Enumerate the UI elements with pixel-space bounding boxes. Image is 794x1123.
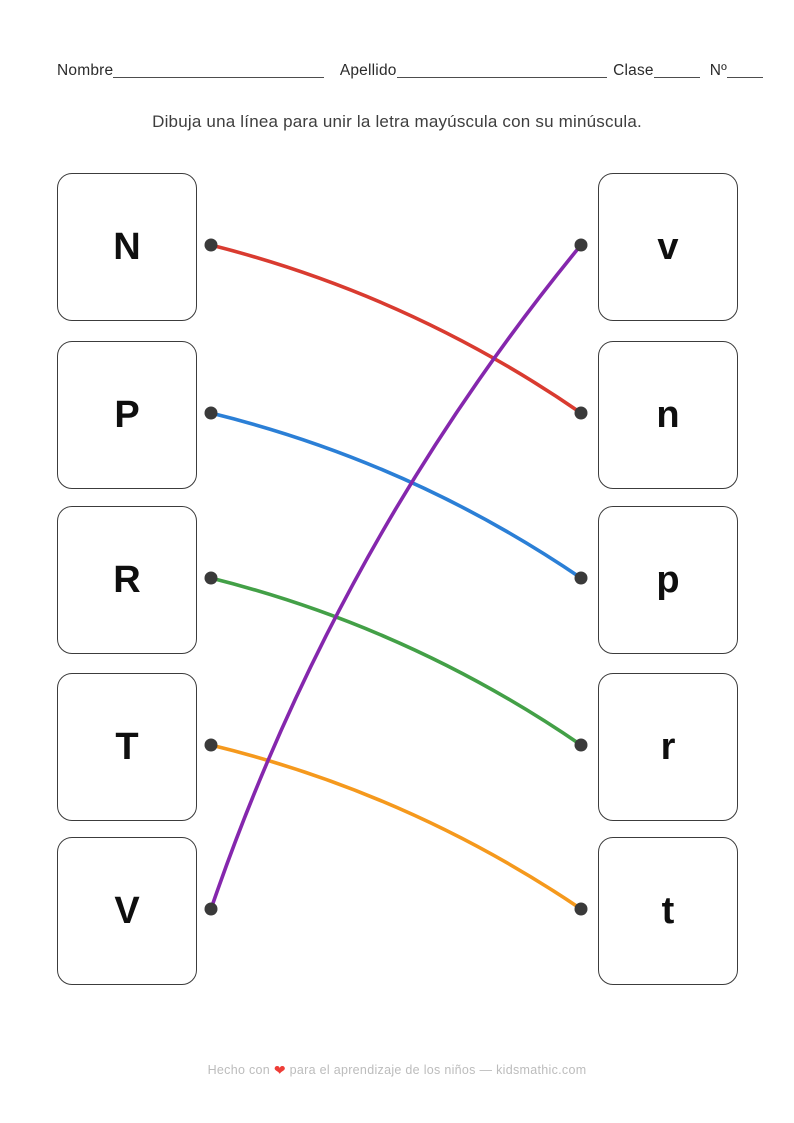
connection-line-T-t xyxy=(209,743,583,911)
uppercase-box-P[interactable]: P xyxy=(57,341,197,489)
nombre-blank-line xyxy=(113,77,324,78)
clase-blank-line xyxy=(653,77,700,78)
nombre-label: Nombre xyxy=(57,62,114,79)
uppercase-box-N[interactable]: N xyxy=(57,173,197,321)
connection-dot[interactable] xyxy=(204,571,218,585)
connection-line-V-v xyxy=(209,243,583,911)
uppercase-letter: R xyxy=(113,558,141,601)
connection-dot[interactable] xyxy=(204,406,218,420)
lowercase-letter: r xyxy=(660,725,676,768)
uppercase-box-T[interactable]: T xyxy=(57,673,197,821)
connection-dot[interactable] xyxy=(204,902,218,916)
lowercase-letter: v xyxy=(657,225,679,268)
lowercase-box-p[interactable]: p xyxy=(598,506,738,654)
uppercase-box-R[interactable]: R xyxy=(57,506,197,654)
lowercase-box-v[interactable]: v xyxy=(598,173,738,321)
footer-prefix: Hecho con xyxy=(207,1063,271,1077)
lowercase-box-r[interactable]: r xyxy=(598,673,738,821)
connection-dot[interactable] xyxy=(574,902,588,916)
connection-line-N-n xyxy=(209,243,583,415)
connection-dot[interactable] xyxy=(204,738,218,752)
clase-label: Clase xyxy=(613,62,654,79)
lowercase-letter: n xyxy=(656,393,680,436)
uppercase-box-V[interactable]: V xyxy=(57,837,197,985)
connection-line-P-p xyxy=(209,411,583,580)
lowercase-box-n[interactable]: n xyxy=(598,341,738,489)
apellido-blank-line xyxy=(396,77,608,78)
footer-suffix: para el aprendizaje de los niños — kidsm… xyxy=(289,1063,587,1077)
connection-dot[interactable] xyxy=(574,738,588,752)
uppercase-letter: N xyxy=(113,225,141,268)
uppercase-letter: P xyxy=(114,393,140,436)
footer-credit: Hecho con ❤ para el aprendizaje de los n… xyxy=(0,1062,794,1079)
lowercase-box-t[interactable]: t xyxy=(598,837,738,985)
lowercase-letter: t xyxy=(661,889,675,932)
uppercase-letter: V xyxy=(114,889,140,932)
connection-dot[interactable] xyxy=(574,406,588,420)
apellido-label: Apellido xyxy=(339,62,397,79)
numero-label: Nº xyxy=(709,62,727,79)
numero-blank-line xyxy=(727,77,763,78)
connection-line-R-r xyxy=(209,576,583,747)
uppercase-letter: T xyxy=(115,725,139,768)
connection-dot[interactable] xyxy=(574,571,588,585)
instruction-text: Dibuja una línea para unir la letra mayú… xyxy=(152,112,642,131)
heart-icon: ❤ xyxy=(273,1062,286,1078)
lowercase-letter: p xyxy=(656,558,680,601)
connection-dot[interactable] xyxy=(204,238,218,252)
name-fields-row: Nombre Apellido Clase Nº xyxy=(57,60,763,82)
connection-dot[interactable] xyxy=(574,238,588,252)
